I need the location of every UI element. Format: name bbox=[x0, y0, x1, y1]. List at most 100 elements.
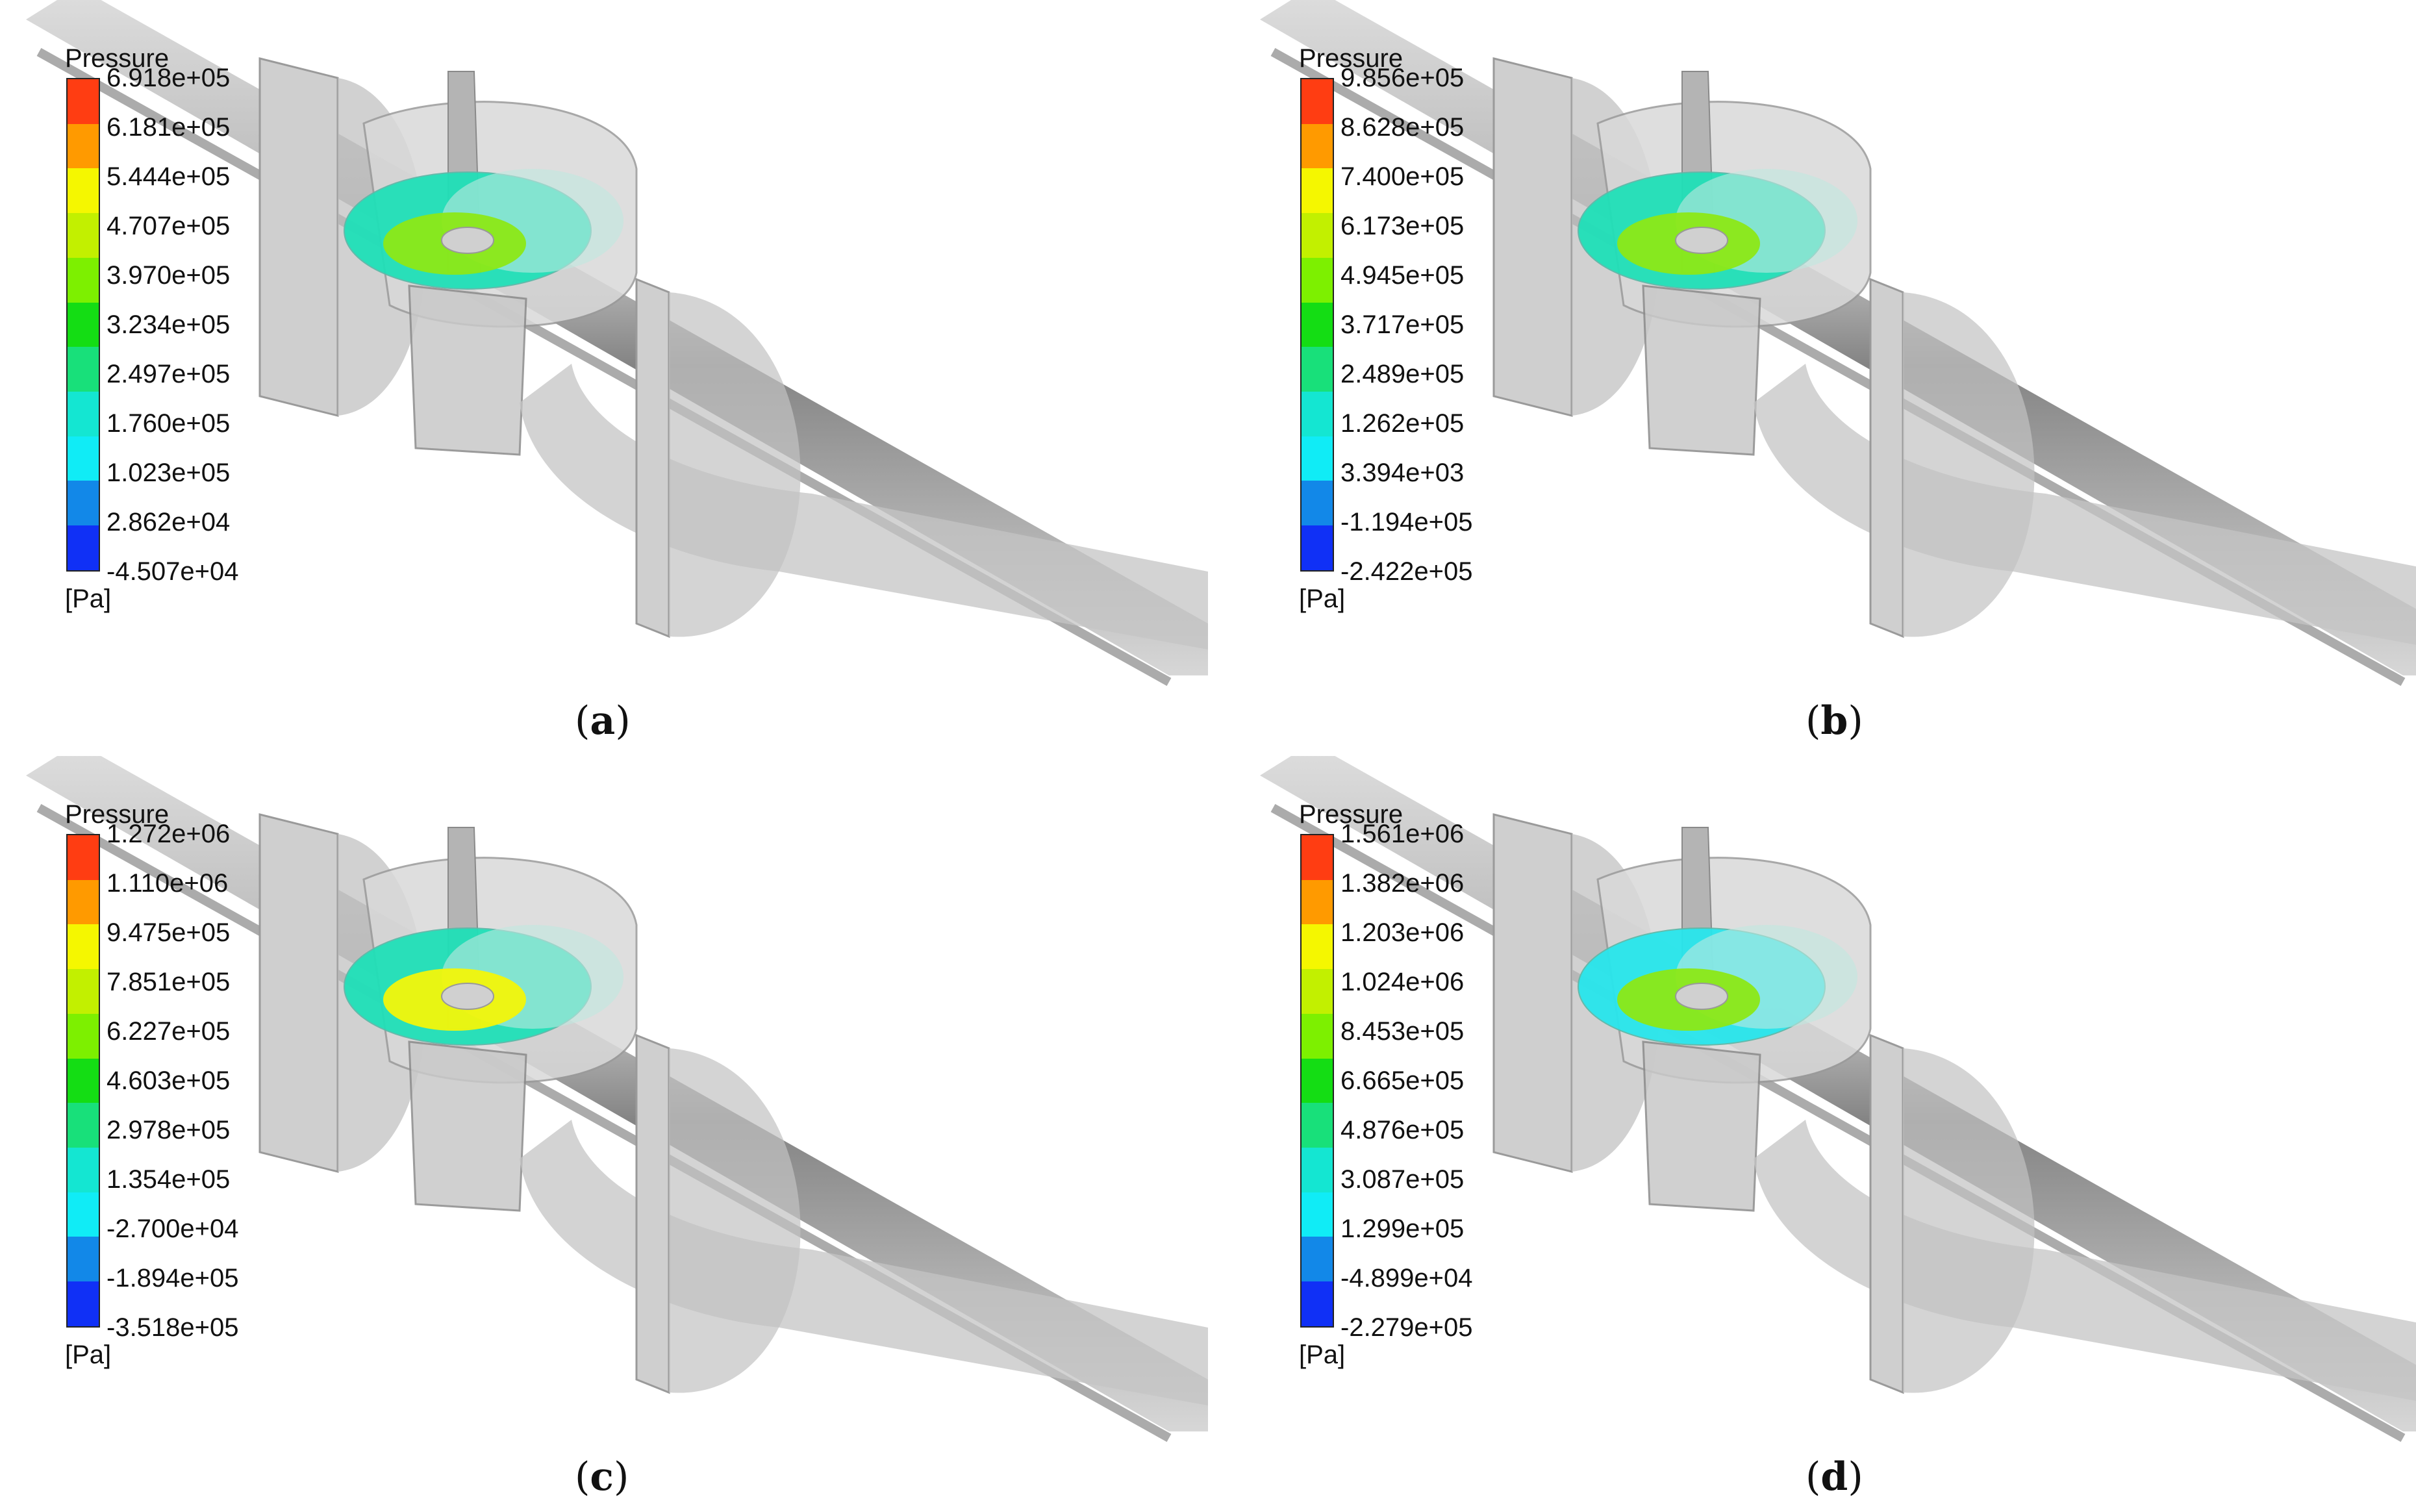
colorbar-tick-label: 1.760e+05 bbox=[107, 409, 231, 438]
colorbar-tick-label: 6.173e+05 bbox=[1340, 212, 1465, 240]
colorbar-swatch bbox=[1302, 525, 1333, 570]
colorbar-tick-label: 5.444e+05 bbox=[107, 162, 231, 191]
colorbar-swatch bbox=[68, 879, 99, 925]
colorbar-tick-label: 3.234e+05 bbox=[107, 310, 231, 339]
colorbar-tick-label: 1.024e+06 bbox=[1340, 968, 1465, 996]
colorbar-swatch bbox=[1302, 835, 1333, 880]
legend-title: Pressure bbox=[1299, 44, 1403, 73]
legend-colorbar bbox=[66, 834, 100, 1328]
colorbar-tick-label: -1.194e+05 bbox=[1340, 508, 1473, 536]
right-flange bbox=[1869, 277, 1904, 638]
colorbar-tick-label: 4.945e+05 bbox=[1340, 261, 1465, 290]
colorbar-tick-label: 1.299e+05 bbox=[1340, 1215, 1465, 1243]
colorbar-tick-label: 1.382e+06 bbox=[1340, 869, 1465, 898]
colorbar-tick-label: 1.561e+06 bbox=[1340, 820, 1465, 848]
legend-title: Pressure bbox=[1299, 800, 1403, 829]
colorbar-tick-label: 2.497e+05 bbox=[107, 360, 231, 388]
legend-unit: [Pa] bbox=[65, 585, 112, 613]
colorbar-tick-label: 1.023e+05 bbox=[107, 459, 231, 487]
colorbar-tick-label: 2.862e+04 bbox=[107, 508, 231, 536]
colorbar-tick-label: 1.203e+06 bbox=[1340, 918, 1465, 947]
left-flange bbox=[1492, 57, 1573, 417]
colorbar-swatch bbox=[68, 257, 99, 303]
panel-caption: (b) bbox=[1806, 698, 1863, 744]
panel-caption: (d) bbox=[1806, 1454, 1863, 1500]
colorbar-swatch bbox=[1302, 1192, 1333, 1237]
colorbar-tick-label: 8.628e+05 bbox=[1340, 113, 1465, 142]
colorbar-tick-label: 2.978e+05 bbox=[107, 1116, 231, 1144]
bend-pipe bbox=[520, 1120, 1208, 1405]
panel-a: Pressure 6.918e+05 6.181e+05 5.444e+05 4.70… bbox=[0, 0, 1208, 756]
colorbar-swatch bbox=[68, 924, 99, 970]
colorbar-swatch bbox=[1302, 213, 1333, 258]
contour-ring-hole bbox=[441, 983, 494, 1010]
colorbar-tick-label: -2.279e+05 bbox=[1340, 1313, 1473, 1342]
colorbar-swatch bbox=[1302, 257, 1333, 303]
colorbar-swatch bbox=[68, 969, 99, 1014]
colorbar-tick-label: 9.475e+05 bbox=[107, 918, 231, 947]
right-flange bbox=[635, 277, 670, 638]
colorbar-tick-label: -4.899e+04 bbox=[1340, 1264, 1473, 1292]
colorbar-tick-label: 7.851e+05 bbox=[107, 968, 231, 996]
colorbar-swatch bbox=[68, 1192, 99, 1237]
panel-d: Pressure 1.561e+06 1.382e+06 1.203e+06 1.02… bbox=[1234, 756, 2416, 1512]
colorbar-swatch bbox=[1302, 1237, 1333, 1282]
right-flange-disc bbox=[1903, 1048, 2035, 1393]
contour-ring-hole bbox=[1675, 983, 1728, 1010]
valve-pressure-render bbox=[26, 756, 1208, 1443]
colorbar-swatch bbox=[68, 436, 99, 481]
legend-colorbar bbox=[1300, 834, 1334, 1328]
valve-lower-body bbox=[1642, 284, 1761, 456]
contour-ring-hole bbox=[1675, 227, 1728, 254]
colorbar-tick-label: 1.262e+05 bbox=[1340, 409, 1465, 438]
colorbar-tick-label: 7.400e+05 bbox=[1340, 162, 1465, 191]
colorbar-swatch bbox=[68, 347, 99, 392]
colorbar-swatch bbox=[1302, 879, 1333, 925]
colorbar-swatch bbox=[1302, 969, 1333, 1014]
colorbar-tick-label: -3.518e+05 bbox=[107, 1313, 239, 1342]
colorbar-swatch bbox=[68, 1148, 99, 1192]
legend-unit: [Pa] bbox=[1299, 585, 1346, 613]
colorbar-tick-label: 1.354e+05 bbox=[107, 1165, 231, 1194]
colorbar-swatch bbox=[68, 1013, 99, 1059]
colorbar-swatch bbox=[1302, 392, 1333, 436]
valve-lower-body bbox=[408, 284, 527, 456]
colorbar-tick-label: 6.181e+05 bbox=[107, 113, 231, 142]
valve-pressure-render bbox=[26, 0, 1208, 687]
legend-colorbar bbox=[66, 78, 100, 572]
colorbar-tick-label: -2.422e+05 bbox=[1340, 557, 1473, 586]
colorbar-tick-label: -1.894e+05 bbox=[107, 1264, 239, 1292]
colorbar-tick-label: 4.707e+05 bbox=[107, 212, 231, 240]
colorbar-swatch bbox=[68, 123, 99, 169]
colorbar-swatch bbox=[68, 481, 99, 526]
colorbar-tick-label: 4.603e+05 bbox=[107, 1066, 231, 1095]
colorbar-swatch bbox=[1302, 123, 1333, 169]
colorbar-tick-label: 6.918e+05 bbox=[107, 64, 231, 92]
valve-pressure-render bbox=[1260, 0, 2416, 687]
panel-caption: (c) bbox=[575, 1454, 629, 1500]
right-flange-disc bbox=[669, 1048, 801, 1393]
colorbar-tick-label: 4.876e+05 bbox=[1340, 1116, 1465, 1144]
colorbar-tick-label: 3.394e+03 bbox=[1340, 459, 1465, 487]
colorbar-swatch bbox=[68, 1237, 99, 1282]
legend-title: Pressure bbox=[65, 800, 170, 829]
colorbar-swatch bbox=[1302, 1103, 1333, 1148]
bend-pipe bbox=[520, 364, 1208, 649]
legend-title: Pressure bbox=[65, 44, 170, 73]
contour-ring-hole bbox=[441, 227, 494, 254]
legend-colorbar bbox=[1300, 78, 1334, 572]
right-flange-disc bbox=[1903, 292, 2035, 637]
legend-unit: [Pa] bbox=[1299, 1341, 1346, 1369]
colorbar-swatch bbox=[68, 79, 99, 124]
bend-pipe bbox=[1754, 364, 2416, 645]
panel-caption: (a) bbox=[575, 698, 631, 744]
colorbar-tick-label: -4.507e+04 bbox=[107, 557, 239, 586]
valve-pressure-render bbox=[1260, 756, 2416, 1443]
left-flange bbox=[1492, 813, 1573, 1173]
colorbar-swatch bbox=[1302, 436, 1333, 481]
colorbar-swatch bbox=[68, 525, 99, 570]
colorbar-swatch bbox=[68, 392, 99, 436]
colorbar-swatch bbox=[1302, 481, 1333, 526]
